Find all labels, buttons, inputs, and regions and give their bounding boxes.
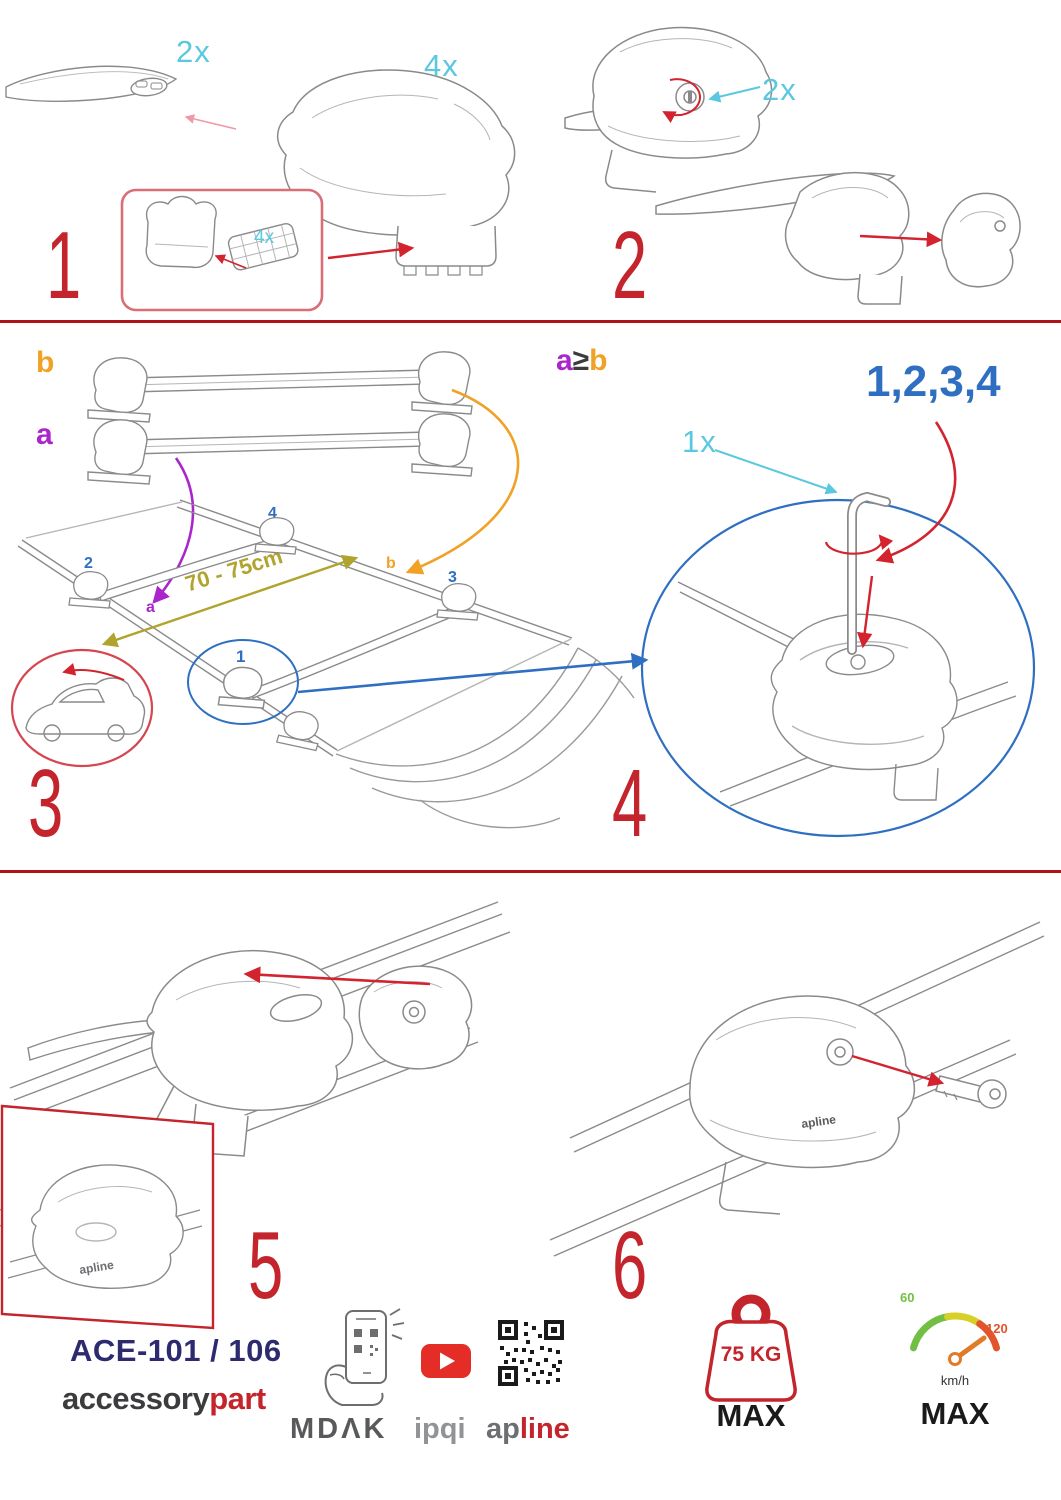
bar-foot-assembly-drawing	[655, 171, 1021, 305]
speed-high-label: 120	[986, 1321, 1008, 1336]
slide-arrow	[243, 966, 431, 986]
step6-illustration: apline	[549, 921, 1045, 1257]
bar-pointer-arrow	[184, 114, 237, 130]
inset-pointer-arrow	[327, 241, 415, 260]
apline-logo: apline	[486, 1415, 570, 1444]
rotate-arrow	[824, 534, 894, 555]
foot-lock-drawing	[564, 26, 773, 193]
position-3-label: 3	[448, 569, 457, 586]
section-divider-2	[0, 870, 1061, 873]
brand-part: part	[209, 1381, 266, 1416]
max-weight-value: 75 KG	[720, 1343, 782, 1366]
rubber-pad-inset	[120, 188, 324, 312]
key-icon	[935, 1075, 1007, 1109]
step5-number: 5	[248, 1212, 284, 1319]
step2-illustration	[564, 26, 1021, 305]
max-weight-label: MAX	[716, 1398, 786, 1433]
bar-a-label: a	[36, 418, 53, 451]
foot-inset: apline	[0, 1104, 215, 1330]
foot-locked-drawing	[688, 995, 916, 1215]
cap-pointer-arrow	[859, 231, 943, 248]
step1-pad-quantity: 4x	[254, 227, 275, 248]
key-insert-arrow	[851, 1054, 945, 1087]
youtube-icon	[421, 1344, 471, 1378]
distance-arrow	[101, 554, 359, 648]
bar-b-label: b	[36, 346, 55, 379]
relation-operator: ≥	[572, 344, 590, 377]
step4-number: 4	[612, 750, 648, 857]
rubber-pad-drawing	[227, 223, 299, 271]
section-divider-1	[0, 320, 1061, 323]
tighten-arrow	[856, 575, 874, 649]
step3-illustration	[10, 351, 649, 829]
key-quantity: 1x	[682, 424, 717, 459]
step1-illustration	[5, 65, 516, 312]
allen-key-icon	[847, 491, 891, 655]
lock-pointer-arrow	[708, 86, 761, 103]
position-2-label: 2	[84, 555, 93, 572]
relation-b: b	[589, 344, 608, 377]
step4-illustration	[640, 421, 1036, 838]
apline-line: line	[519, 1413, 570, 1445]
foot-detail-drawing	[677, 581, 1017, 807]
step1-foot-quantity: 4x	[424, 48, 459, 83]
speedometer-icon	[910, 1312, 1000, 1366]
step1-number: 1	[46, 212, 82, 319]
brand-logo: accessorypart	[62, 1383, 266, 1414]
mdak-logo: MDΛK	[290, 1413, 388, 1445]
step6-number: 6	[612, 1212, 648, 1319]
step2-number: 2	[612, 212, 648, 319]
crossbar-a-drawing	[87, 413, 473, 485]
step1-bar-quantity: 2x	[176, 34, 211, 69]
key-pointer-arrow	[714, 449, 838, 495]
direction-arrow	[62, 663, 125, 681]
foot-logo: apline	[78, 1258, 115, 1277]
position1-circle	[187, 639, 299, 725]
position-1-label: 1	[236, 647, 246, 666]
apline-ap: ap	[486, 1413, 520, 1445]
product-model: ACE-101 / 106	[70, 1333, 282, 1368]
step5-illustration: apline	[0, 901, 511, 1330]
bar-relation-label: a≥b	[556, 346, 607, 376]
tighten-order-label: 1,2,3,4	[866, 357, 1001, 406]
order-arrow	[875, 421, 957, 564]
step3-number: 3	[28, 750, 64, 857]
weight-icon	[705, 1294, 797, 1402]
step2-lock-quantity: 2x	[762, 72, 797, 107]
speed-unit-label: km/h	[940, 1373, 970, 1388]
brand-accessory: accessory	[62, 1381, 210, 1416]
qr-code-icon	[498, 1320, 564, 1386]
rotate-arrow	[662, 78, 701, 123]
crossbar-b-drawing	[87, 351, 473, 423]
foot-logo: apline	[800, 1112, 837, 1131]
foot-drawing	[276, 69, 516, 276]
max-speed-label: MAX	[920, 1396, 990, 1431]
position-4-label: 4	[268, 505, 277, 522]
ipqi-logo: ipqi	[414, 1413, 466, 1445]
position-b-label: b	[386, 555, 396, 572]
claw-drawing	[145, 195, 217, 269]
phone-scan-icon	[324, 1308, 405, 1406]
end-cap-drawing	[941, 192, 1021, 288]
relation-a: a	[556, 344, 573, 377]
detail-pointer-arrow	[297, 652, 649, 694]
car-inset	[10, 648, 154, 768]
bar-b-position-arrow	[405, 388, 520, 575]
speed-low-label: 60	[900, 1290, 915, 1305]
cross-bar-drawing	[5, 65, 178, 103]
